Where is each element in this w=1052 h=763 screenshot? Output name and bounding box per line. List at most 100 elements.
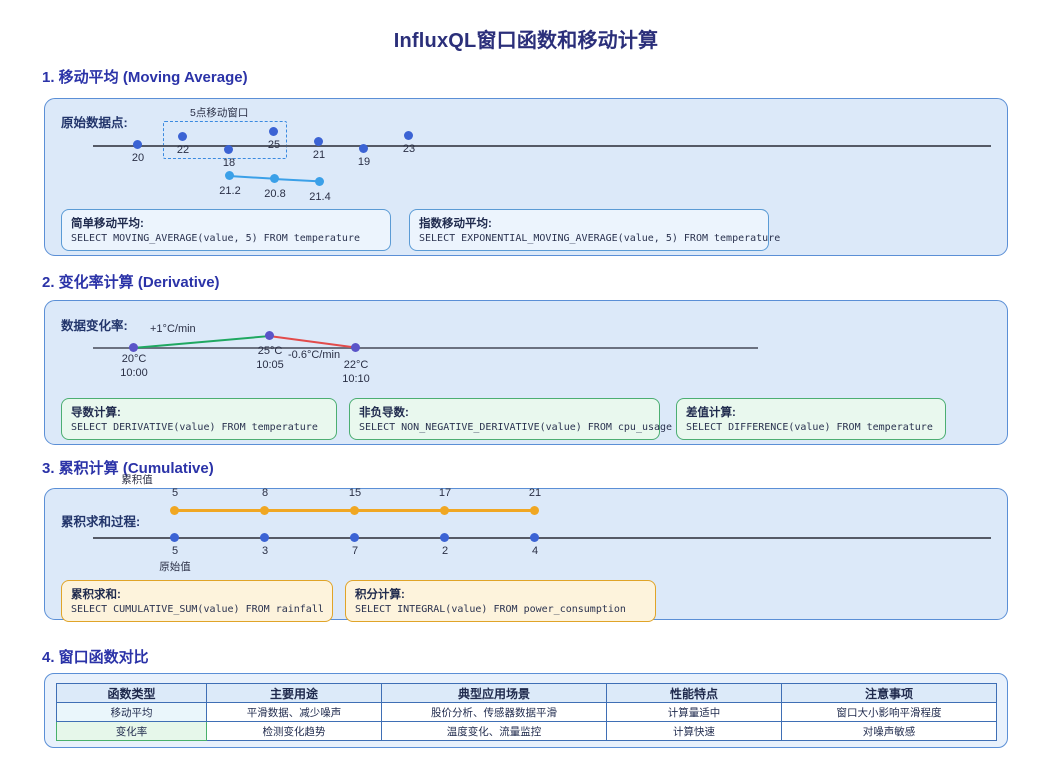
moving-average-point bbox=[225, 171, 234, 180]
section-heading-derivative: 2. 变化率计算 (Derivative) bbox=[42, 274, 220, 291]
code-box-query: SELECT DERIVATIVE(value) FROM temperatur… bbox=[71, 422, 318, 433]
comparison-table: 函数类型 主要用途 典型应用场景 性能特点 注意事项 移动平均 平滑数据、减少噪… bbox=[56, 683, 997, 741]
code-box-non-negative-derivative: 非负导数: SELECT NON_NEGATIVE_DERIVATIVE(val… bbox=[349, 398, 673, 440]
axis-raw-series bbox=[93, 145, 991, 147]
table-cell-usage: 平滑数据、减少噪声 bbox=[206, 702, 382, 722]
axis-raw-values bbox=[93, 537, 991, 539]
table-cell-notes: 窗口大小影响平滑程度 bbox=[781, 702, 997, 722]
moving-average-label: 20.8 bbox=[264, 188, 286, 200]
derivative-point bbox=[351, 343, 360, 352]
data-point-label: 20 bbox=[131, 152, 145, 164]
cumulative-value-label: 21 bbox=[528, 487, 542, 499]
axis-derivative bbox=[93, 347, 758, 349]
derivative-value: 22°C bbox=[343, 359, 369, 371]
table-cell-usage: 检测变化趋势 bbox=[206, 721, 382, 741]
code-box-cumulative-sum: 累积求和: SELECT CUMULATIVE_SUM(value) FROM … bbox=[61, 580, 333, 622]
table-header-row: 函数类型 主要用途 典型应用场景 性能特点 注意事项 bbox=[56, 683, 997, 703]
moving-window-box bbox=[163, 121, 287, 159]
table-cell-function-type: 移动平均 bbox=[56, 702, 207, 722]
table-header-cell: 典型应用场景 bbox=[381, 683, 607, 703]
table-cell-notes: 对噪声敏感 bbox=[781, 721, 997, 741]
data-point bbox=[269, 127, 278, 136]
cumulative-value-label: 8 bbox=[261, 487, 269, 499]
raw-value-label: 7 bbox=[351, 545, 359, 557]
section-heading-comparison: 4. 窗口函数对比 bbox=[42, 649, 149, 666]
data-point bbox=[178, 132, 187, 141]
data-point bbox=[404, 131, 413, 140]
section-heading-cumulative: 3. 累积计算 (Cumulative) bbox=[42, 460, 214, 477]
rate-label-up: +1°C/min bbox=[150, 323, 196, 335]
table-row: 移动平均 平滑数据、减少噪声 股价分析、传感器数据平滑 计算量适中 窗口大小影响… bbox=[56, 702, 997, 722]
raw-value-label: 5 bbox=[171, 545, 179, 557]
raw-value-label: 4 bbox=[531, 545, 539, 557]
data-point-label: 19 bbox=[357, 156, 371, 168]
code-box-title: 累积求和: bbox=[71, 589, 121, 601]
table-cell-scenario: 温度变化、流量监控 bbox=[381, 721, 607, 741]
data-point-label: 22 bbox=[176, 144, 190, 156]
moving-average-label: 21.4 bbox=[309, 191, 331, 203]
raw-point bbox=[260, 533, 269, 542]
raw-point bbox=[170, 533, 179, 542]
panel-comparison-table: 函数类型 主要用途 典型应用场景 性能特点 注意事项 移动平均 平滑数据、减少噪… bbox=[44, 673, 1008, 748]
data-point-label: 18 bbox=[222, 157, 236, 169]
cumulative-value-label: 5 bbox=[171, 487, 179, 499]
code-box-title: 简单移动平均: bbox=[71, 218, 144, 230]
code-box-query: SELECT MOVING_AVERAGE(value, 5) FROM tem… bbox=[71, 233, 360, 244]
code-box-title: 积分计算: bbox=[355, 589, 405, 601]
panel-label-rate: 数据变化率: bbox=[61, 319, 128, 333]
moving-average-label: 21.2 bbox=[219, 185, 241, 197]
moving-average-line-segment bbox=[228, 175, 275, 180]
cumulative-point bbox=[260, 506, 269, 515]
table-row: 变化率 检测变化趋势 温度变化、流量监控 计算快速 对噪声敏感 bbox=[56, 721, 997, 741]
cumulative-point bbox=[530, 506, 539, 515]
table-cell-scenario: 股价分析、传感器数据平滑 bbox=[381, 702, 607, 722]
code-box-simple-moving-average: 简单移动平均: SELECT MOVING_AVERAGE(value, 5) … bbox=[61, 209, 391, 251]
panel-label-cumulative: 累积求和过程: bbox=[61, 515, 141, 529]
table-header-cell: 函数类型 bbox=[56, 683, 207, 703]
table-cell-performance: 计算快速 bbox=[606, 721, 782, 741]
code-box-query: SELECT EXPONENTIAL_MOVING_AVERAGE(value,… bbox=[419, 233, 781, 244]
derivative-time: 10:05 bbox=[256, 359, 284, 371]
cumulative-value-label: 15 bbox=[348, 487, 362, 499]
raw-value-label: 2 bbox=[441, 545, 449, 557]
data-point bbox=[359, 144, 368, 153]
derivative-point bbox=[265, 331, 274, 340]
derivative-time: 10:00 bbox=[120, 367, 148, 379]
table-cell-performance: 计算量适中 bbox=[606, 702, 782, 722]
moving-average-line-segment bbox=[273, 178, 320, 183]
rate-label-down: -0.6°C/min bbox=[288, 349, 341, 361]
data-point bbox=[314, 137, 323, 146]
code-box-exponential-moving-average: 指数移动平均: SELECT EXPONENTIAL_MOVING_AVERAG… bbox=[409, 209, 781, 251]
code-box-title: 导数计算: bbox=[71, 407, 121, 419]
page-title: InfluxQL窗口函数和移动计算 bbox=[393, 30, 659, 52]
panel-label-raw-points: 原始数据点: bbox=[61, 116, 128, 130]
code-box-title: 差值计算: bbox=[686, 407, 736, 419]
moving-average-point bbox=[315, 177, 324, 186]
derivative-point bbox=[129, 343, 138, 352]
code-box-query: SELECT CUMULATIVE_SUM(value) FROM rainfa… bbox=[71, 604, 324, 615]
raw-series-label: 原始值 bbox=[159, 561, 191, 573]
code-box-title: 非负导数: bbox=[359, 407, 409, 419]
cumulative-value-label: 17 bbox=[438, 487, 452, 499]
data-point bbox=[224, 145, 233, 154]
raw-point bbox=[440, 533, 449, 542]
code-box-query: SELECT INTEGRAL(value) FROM power_consum… bbox=[355, 604, 626, 615]
table-header-cell: 注意事项 bbox=[781, 683, 997, 703]
panel-derivative: 数据变化率: +1°C/min -0.6°C/min 20°C 10:00 25… bbox=[44, 300, 1008, 445]
cumulative-point bbox=[170, 506, 179, 515]
data-point bbox=[133, 140, 142, 149]
raw-point bbox=[530, 533, 539, 542]
code-box-query: SELECT NON_NEGATIVE_DERIVATIVE(value) FR… bbox=[359, 422, 673, 433]
data-point-label: 21 bbox=[312, 149, 326, 161]
code-box-difference: 差值计算: SELECT DIFFERENCE(value) FROM temp… bbox=[676, 398, 946, 440]
data-point-label: 25 bbox=[267, 139, 281, 151]
derivative-time: 10:10 bbox=[342, 373, 370, 385]
moving-average-point bbox=[270, 174, 279, 183]
derivative-value: 25°C bbox=[257, 345, 283, 357]
panel-cumulative: 累积求和过程: 5 8 15 17 21 5 3 7 2 4 原始值 累积求和:… bbox=[44, 487, 1008, 622]
cumulative-point bbox=[440, 506, 449, 515]
raw-value-label: 3 bbox=[261, 545, 269, 557]
cumulative-series-label: 累积值 bbox=[121, 474, 153, 486]
data-point-label: 23 bbox=[402, 143, 416, 155]
table-cell-function-type: 变化率 bbox=[56, 721, 207, 741]
